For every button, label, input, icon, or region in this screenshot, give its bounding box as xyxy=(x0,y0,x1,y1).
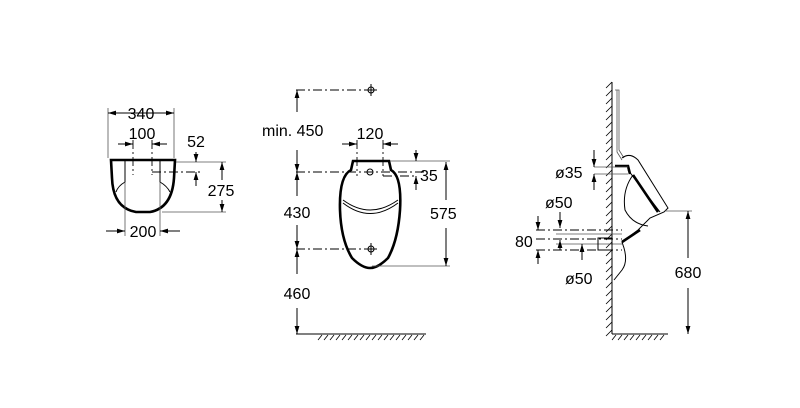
dim-340: 340 xyxy=(128,106,155,123)
target-marker-bottom xyxy=(365,243,377,255)
dim-min-450: min. 450 xyxy=(262,123,323,140)
urinal-top-outline xyxy=(109,158,177,214)
dim-120: 120 xyxy=(357,126,384,143)
dim-100: 100 xyxy=(129,126,156,143)
top-view: 340 100 52 275 200 xyxy=(106,106,234,241)
flush-pipe xyxy=(615,89,625,161)
urinal-front-outline xyxy=(338,159,402,270)
target-marker-top xyxy=(365,84,377,96)
dim-dia-50-bottom: ø50 xyxy=(565,271,593,288)
dim-200: 200 xyxy=(130,224,157,241)
dim-35: 35 xyxy=(420,168,438,185)
dim-275: 275 xyxy=(208,183,235,200)
floor-hatch xyxy=(317,334,425,341)
dim-dia-50-top: ø50 xyxy=(545,195,573,212)
wall-hatch xyxy=(605,81,613,337)
dim-680: 680 xyxy=(675,265,702,282)
dim-52: 52 xyxy=(187,134,205,151)
dim-460: 460 xyxy=(284,286,311,303)
dim-430: 430 xyxy=(284,205,311,222)
side-view: 680 ø35 ø50 80 ø50 xyxy=(515,81,702,341)
dim-575: 575 xyxy=(430,206,457,223)
dim-dia-35: ø35 xyxy=(555,165,583,182)
dim-80: 80 xyxy=(515,234,533,251)
front-view: min. 450 120 35 575 430 460 xyxy=(262,84,457,341)
